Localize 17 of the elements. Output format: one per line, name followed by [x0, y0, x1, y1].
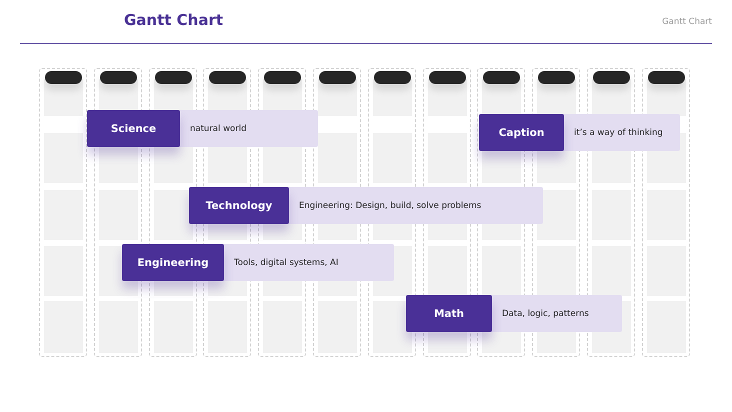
task-title: Technology — [189, 187, 289, 224]
task-title: Engineering — [122, 244, 224, 281]
task-bar — [189, 187, 543, 224]
task-bar — [122, 244, 394, 281]
task-description: Data, logic, patterns — [502, 308, 589, 318]
task-description: Engineering: Design, build, solve problems — [299, 200, 482, 210]
task-title: Science — [87, 110, 180, 147]
task-title: Caption — [479, 114, 564, 151]
task-title: Math — [406, 295, 492, 332]
header-label: Gantt Chart — [662, 17, 712, 27]
task-description: it’s a way of thinking — [574, 128, 663, 138]
task-description: natural world — [190, 124, 246, 134]
task-description: Tools, digital systems, AI — [234, 258, 338, 268]
chart-title: Gantt Chart — [124, 11, 224, 29]
task-bar — [479, 114, 680, 151]
task-bar — [406, 295, 622, 332]
task-bar — [87, 110, 318, 147]
